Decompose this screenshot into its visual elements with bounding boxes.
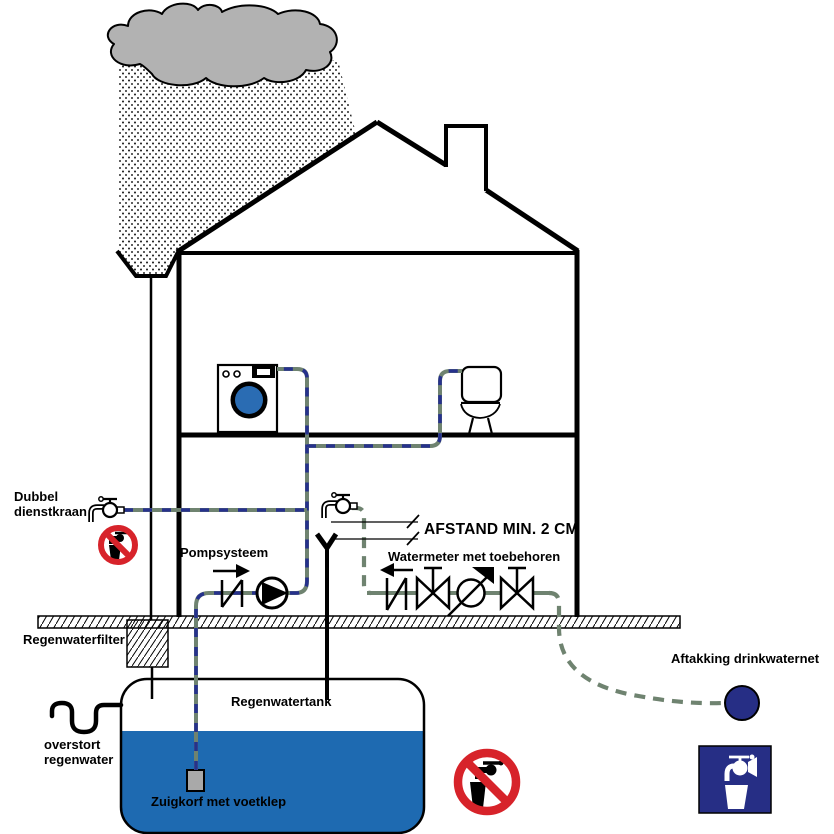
rainwater-pipes bbox=[122, 367, 462, 770]
pipe-toilet-branch bbox=[307, 369, 462, 448]
label-zuigkorf: Zuigkorf met voetklep bbox=[151, 794, 287, 809]
label-afstand-min-2cm: AFSTAND MIN. 2 CM bbox=[424, 521, 579, 538]
suction-basket bbox=[186, 769, 205, 792]
ground-strip bbox=[37, 615, 681, 629]
label-line: dienstkraan bbox=[14, 504, 87, 519]
rain-cloud-icon bbox=[107, 2, 338, 88]
rainwater-filter-box bbox=[126, 619, 169, 668]
label-overstort: overstort regenwater bbox=[44, 737, 113, 767]
label-pompsysteem: Pompsysteem bbox=[180, 545, 269, 560]
pipe-street-connection bbox=[548, 590, 724, 706]
dimension-lines bbox=[331, 514, 420, 546]
drinking-water-main-dot bbox=[724, 685, 760, 721]
tank-water bbox=[121, 731, 424, 833]
drinking-water-tap-icon bbox=[321, 492, 358, 518]
house-outline bbox=[175, 119, 580, 617]
check-valve-icon bbox=[385, 577, 408, 611]
gutter-funnel bbox=[115, 249, 180, 278]
tundish-icon bbox=[314, 532, 339, 553]
flow-arrow-right-head bbox=[236, 564, 250, 578]
gate-valve-icon bbox=[415, 566, 451, 611]
label-line: regenwater bbox=[44, 752, 114, 767]
label-line: Dubbel bbox=[14, 489, 59, 504]
chimney bbox=[446, 126, 486, 192]
label-aftakking: Aftakking drinkwaternet bbox=[671, 651, 820, 666]
washing-machine bbox=[216, 363, 279, 434]
no-drinking-water-sign-small bbox=[98, 525, 138, 565]
pump-group bbox=[213, 564, 289, 610]
double-service-tap-icon bbox=[88, 496, 125, 522]
chimney-outline bbox=[444, 124, 488, 191]
drinking-water-point-sign bbox=[698, 745, 772, 814]
no-drinking-water-sign-large bbox=[453, 748, 521, 816]
gate-valve-icon bbox=[499, 566, 535, 611]
label-dubbel-dienstkraan: Dubbel dienstkraan bbox=[14, 489, 87, 519]
overflow-pipe bbox=[49, 700, 124, 735]
toilet bbox=[460, 365, 503, 435]
pipe-tap-feed bbox=[352, 505, 372, 596]
machine-knob-icon bbox=[233, 370, 241, 378]
machine-knob-icon bbox=[222, 370, 230, 378]
label-regenwaterfilter: Regenwaterfilter bbox=[23, 632, 125, 647]
water-meter-icon bbox=[447, 567, 494, 617]
water-meter-group bbox=[380, 563, 535, 617]
label-regenwatertank: Regenwatertank bbox=[231, 694, 332, 709]
check-valve-icon bbox=[220, 579, 244, 608]
flow-arrow-left-head bbox=[380, 563, 394, 577]
label-line: overstort bbox=[44, 737, 101, 752]
label-watermeter: Watermeter met toebehoren bbox=[388, 549, 561, 564]
